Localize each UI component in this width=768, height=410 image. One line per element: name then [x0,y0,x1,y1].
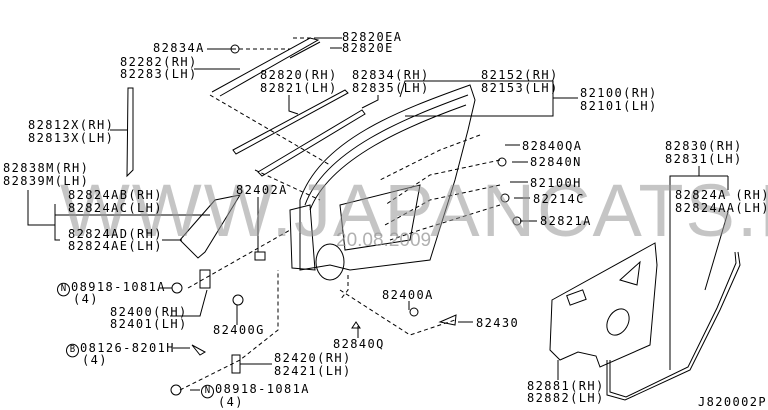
diagram-code: J820002P [698,394,767,410]
part-label: 82820(RH) [260,67,338,83]
part-label: 82821(LH) [260,80,338,96]
part-label: 82838M(RH) [3,160,90,176]
part-label: 82100H [530,175,582,191]
part-label: 82839M(LH) [3,173,90,189]
door-weatherstrip [606,251,741,401]
part-label: 82813X(LH) [28,130,115,146]
part-label: 82840QA [522,138,583,154]
part-label: 82283(LH) [120,66,198,82]
leader-lines [27,37,729,391]
part-label: 82831(LH) [665,151,743,167]
quantity-label: (4) [218,394,244,410]
nut-mark-icon: N [201,384,214,399]
watermark-date: 20.08.2009 [336,230,432,251]
door-panel [289,84,476,281]
part-label: 82834(RH) [352,67,430,83]
part-label: 82881(RH) [527,378,605,394]
part-label: 82152(RH) [481,67,559,83]
door-trim-board [549,242,658,368]
part-label: 82824A (RH) [675,187,768,203]
part-label: 82420(RH) [274,350,352,366]
part-label: 82282(RH) [120,54,198,70]
nut-mark-icon: N [57,282,70,297]
part-label: 82835(LH) [352,80,430,96]
part-label: 82824AD(RH) [68,226,163,242]
part-label: 82820E [342,40,394,56]
part-label: 82812X(RH) [28,117,115,133]
window-mouldings [126,37,366,259]
quantity-label: (4) [82,352,108,368]
part-label: 82100(RH) [580,85,658,101]
part-label: 82882(LH) [527,390,605,406]
bolt-mark-icon: B [66,343,79,358]
part-label: 82421(LH) [274,363,352,379]
part-label: 82821A [540,213,592,229]
part-label: 82402A [236,182,288,198]
part-label: 82834A [153,40,205,56]
part-label: 82824AE(LH) [68,238,163,254]
part-label: 82101(LH) [580,98,658,114]
quantity-label: (4) [73,291,99,307]
part-label: 82400(RH) [110,304,188,320]
part-label: 82214C [533,191,585,207]
part-label: 82820EA [342,29,403,45]
part-label: 82430 [476,315,520,331]
part-label: 82400A [382,287,434,303]
part-label: 82400G [213,322,265,338]
part-label: 82824AA(LH) [675,200,768,216]
part-number: 08126-8201H [80,340,175,356]
part-label: 82824AC(LH) [68,200,163,216]
part-number: 08918-1081A [71,279,166,295]
part-label: 82840N [530,154,582,170]
part-number: 08918-1081A [215,381,310,397]
watermark-site: WWW.JAPANCATS.RU [60,169,768,252]
hardware [170,44,522,396]
part-label: 82401(LH) [110,316,188,332]
part-label: 82824AB(RH) [68,187,163,203]
part-label: 82840Q [333,336,385,352]
part-label: 82153(LH) [481,80,559,96]
part-label: 82830(RH) [665,138,743,154]
